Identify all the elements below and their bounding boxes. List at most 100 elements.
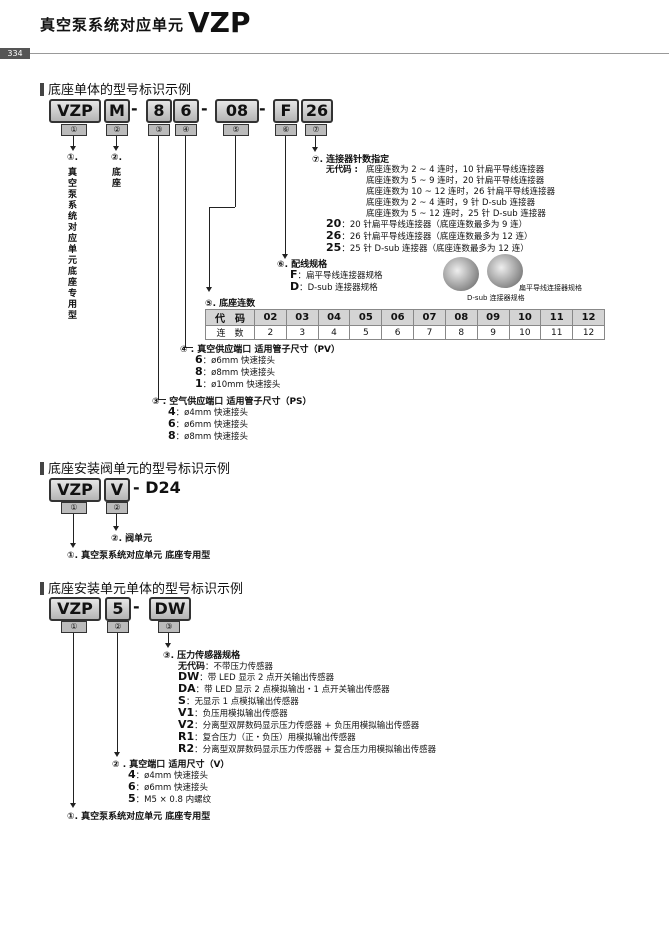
option-code: DW	[178, 670, 200, 683]
code-box-08: 08	[215, 99, 259, 123]
option-text: ：ø4mm 快速接头	[135, 771, 209, 781]
table-cell: 3	[285, 325, 319, 340]
option-text: ：分离型双屏数码显示压力传感器 + 复合压力用模拟输出传感器	[194, 745, 437, 755]
code-dash: -	[259, 99, 266, 118]
option-code: 6	[168, 417, 176, 430]
item4-option: 8：ø8mm 快速接头	[195, 365, 275, 378]
code-suffix: - D24	[133, 478, 181, 497]
index-badge-6: ⑥	[275, 124, 297, 136]
sensor-option: V2：分离型双屏数码显示压力传感器 + 负压用模拟输出传感器	[178, 718, 419, 731]
station-count-table: 代 码 02 03 04 05 06 07 08 09 10 11 12 连 数…	[205, 309, 605, 340]
option-text: ：复合压力（正・负压）用模拟输出传感器	[194, 733, 356, 743]
option-text: ：无显示 1 点模拟输出传感器	[185, 697, 299, 707]
item5-title: ⑤. 底座连数	[205, 299, 256, 309]
table-cell: 4	[317, 325, 351, 340]
sensor-option: S：无显示 1 点模拟输出传感器	[178, 694, 299, 707]
option-text: ：20 针扁平导线连接器（底座连数最多为 9 连）	[341, 220, 528, 230]
arrow-icon	[312, 147, 318, 152]
leader-line	[185, 347, 193, 348]
option-text: ：带 LED 显示 2 点开关输出传感器	[199, 673, 335, 683]
heading-bar	[40, 462, 44, 475]
leader-line	[209, 207, 235, 208]
arrow-icon	[165, 643, 171, 648]
sec3-item1: ①. 真空泵系统对应单元 底座专用型	[67, 812, 211, 822]
table-cell: 9	[476, 325, 510, 340]
table-cell: 8	[444, 325, 478, 340]
leader-line	[116, 136, 117, 148]
option-code: S	[178, 694, 186, 707]
item6-option: F：扁平导线连接器规格	[290, 268, 383, 281]
table-cell: 11	[540, 309, 574, 326]
flat-cable-connector-photo	[487, 254, 523, 288]
sensor-option: V1：负压用模拟输出传感器	[178, 706, 288, 719]
option-text: ：ø6mm 快速接头	[202, 356, 276, 366]
option-code: 6	[128, 780, 136, 793]
option-text: ：带 LED 显示 2 点模拟输出・1 点开关输出传感器	[195, 685, 390, 695]
option-code: F	[290, 268, 298, 281]
option-code: D	[290, 280, 300, 293]
item2-description: 底座	[112, 168, 122, 189]
item1-number: ①.	[67, 153, 79, 163]
leader-line	[209, 207, 210, 287]
table-cell: 10	[508, 325, 542, 340]
leader-line	[285, 136, 286, 254]
table-header-cell: 代 码	[205, 309, 255, 326]
option-code: 1	[195, 377, 203, 390]
leader-line	[117, 633, 118, 754]
leader-line	[185, 136, 186, 347]
table-cell: 12	[572, 309, 605, 326]
sec3-item3-title: ③. 压力传感器规格	[163, 651, 241, 661]
arrow-icon	[113, 526, 119, 531]
port-option: 4：ø4mm 快速接头	[128, 768, 208, 781]
table-header-cell: 连 数	[205, 325, 255, 340]
code-dash: -	[201, 99, 208, 118]
sec2-item2: ②. 阀单元	[111, 534, 153, 544]
sensor-option: DW：带 LED 显示 2 点开关输出传感器	[178, 670, 334, 683]
code-dash: -	[131, 99, 138, 118]
leader-line	[73, 633, 74, 805]
arrow-icon	[114, 752, 120, 757]
table-cell: 04	[317, 309, 351, 326]
sec3-item2-title: ② . 真空端口 适用尺寸（V）	[112, 760, 230, 770]
index-badge-4: ④	[175, 124, 197, 136]
table-cell: 03	[285, 309, 319, 326]
code-box-v: V	[104, 478, 130, 502]
index-badge-5: ⑤	[223, 124, 249, 136]
code-box-vzp: VZP	[49, 99, 101, 123]
item7-option: 25：25 针 D-sub 连接器（底座连数最多为 12 连）	[326, 241, 529, 254]
table-cell: 7	[413, 325, 446, 340]
table-cell: 6	[381, 325, 415, 340]
option-code: DA	[178, 682, 196, 695]
option-code: 6	[195, 353, 203, 366]
option-code: R2	[178, 742, 195, 755]
leader-line	[315, 136, 316, 147]
code-box-f: F	[273, 99, 299, 123]
code-box-dw: DW	[149, 597, 191, 621]
option-code: 8	[168, 429, 176, 442]
option-code: 8	[195, 365, 203, 378]
code-box-vzp: VZP	[49, 478, 101, 502]
index-badge-2: ②	[107, 621, 129, 633]
table-cell: 09	[476, 309, 510, 326]
option-code: 25	[326, 241, 342, 254]
option-code: R1	[178, 730, 195, 743]
leader-line	[73, 136, 74, 148]
item7-nocode-line: 底座连数为 5 ~ 12 连时，25 针 D-sub 连接器	[366, 209, 546, 219]
index-badge-1: ①	[61, 621, 87, 633]
item7-nocode-line: 底座连数为 2 ~ 4 连时，9 针 D-sub 连接器	[366, 198, 536, 208]
option-text: ：分离型双屏数码显示压力传感器 + 负压用模拟输出传感器	[194, 721, 420, 731]
table-cell: 5	[349, 325, 383, 340]
item7-option: 26：26 针扁平导线连接器（底座连数最多为 12 连）	[326, 229, 533, 242]
index-badge-2: ②	[106, 124, 128, 136]
page-title: 真空泵系统对应单元	[40, 16, 185, 34]
table-cell: 06	[381, 309, 415, 326]
option-text: ：25 针 D-sub 连接器（底座连数最多为 12 连）	[341, 244, 529, 254]
section3-title: 底座安装单元单体的型号标识示例	[48, 582, 244, 597]
option-text: ：ø6mm 快速接头	[135, 783, 209, 793]
table-row: 连 数 2 3 4 5 6 7 8 9 10 11 12	[205, 325, 605, 340]
option-text: ：不带压力传感器	[205, 662, 274, 672]
item7-nocode-label: 无代码 :	[326, 165, 358, 175]
code-dash: -	[133, 597, 140, 616]
option-code: 无代码	[178, 662, 206, 672]
sensor-option: R1：复合压力（正・负压）用模拟输出传感器	[178, 730, 356, 743]
